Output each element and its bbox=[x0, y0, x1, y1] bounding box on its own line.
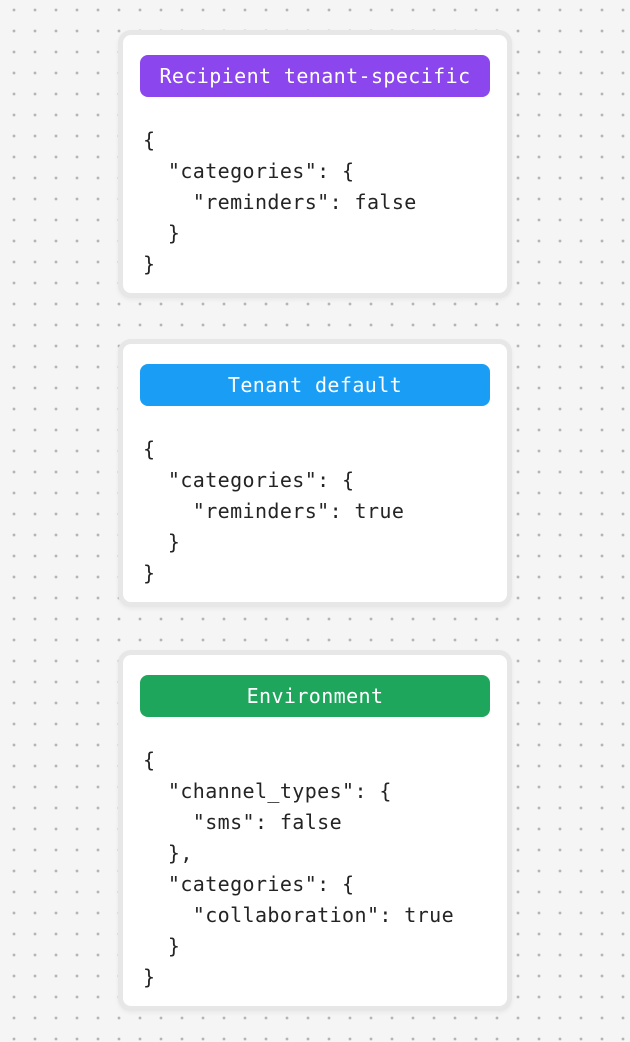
recipient-tenant-specific-badge: Recipient tenant-specific bbox=[140, 55, 490, 97]
tenant-default-badge: Tenant default bbox=[140, 364, 490, 406]
recipient-tenant-specific-json-code: { "categories": { "reminders": false } } bbox=[143, 128, 417, 276]
tenant-default-json-code: { "categories": { "reminders": true } } bbox=[143, 437, 405, 585]
environment-json-code: { "channel_types": { "sms": false }, "ca… bbox=[143, 748, 455, 989]
card-environment: Environment { "channel_types": { "sms": … bbox=[118, 650, 512, 1011]
card-tenant-default: Tenant default { "categories": { "remind… bbox=[118, 339, 512, 607]
card-recipient-tenant-specific: Recipient tenant-specific { "categories"… bbox=[118, 30, 512, 298]
environment-badge: Environment bbox=[140, 675, 490, 717]
